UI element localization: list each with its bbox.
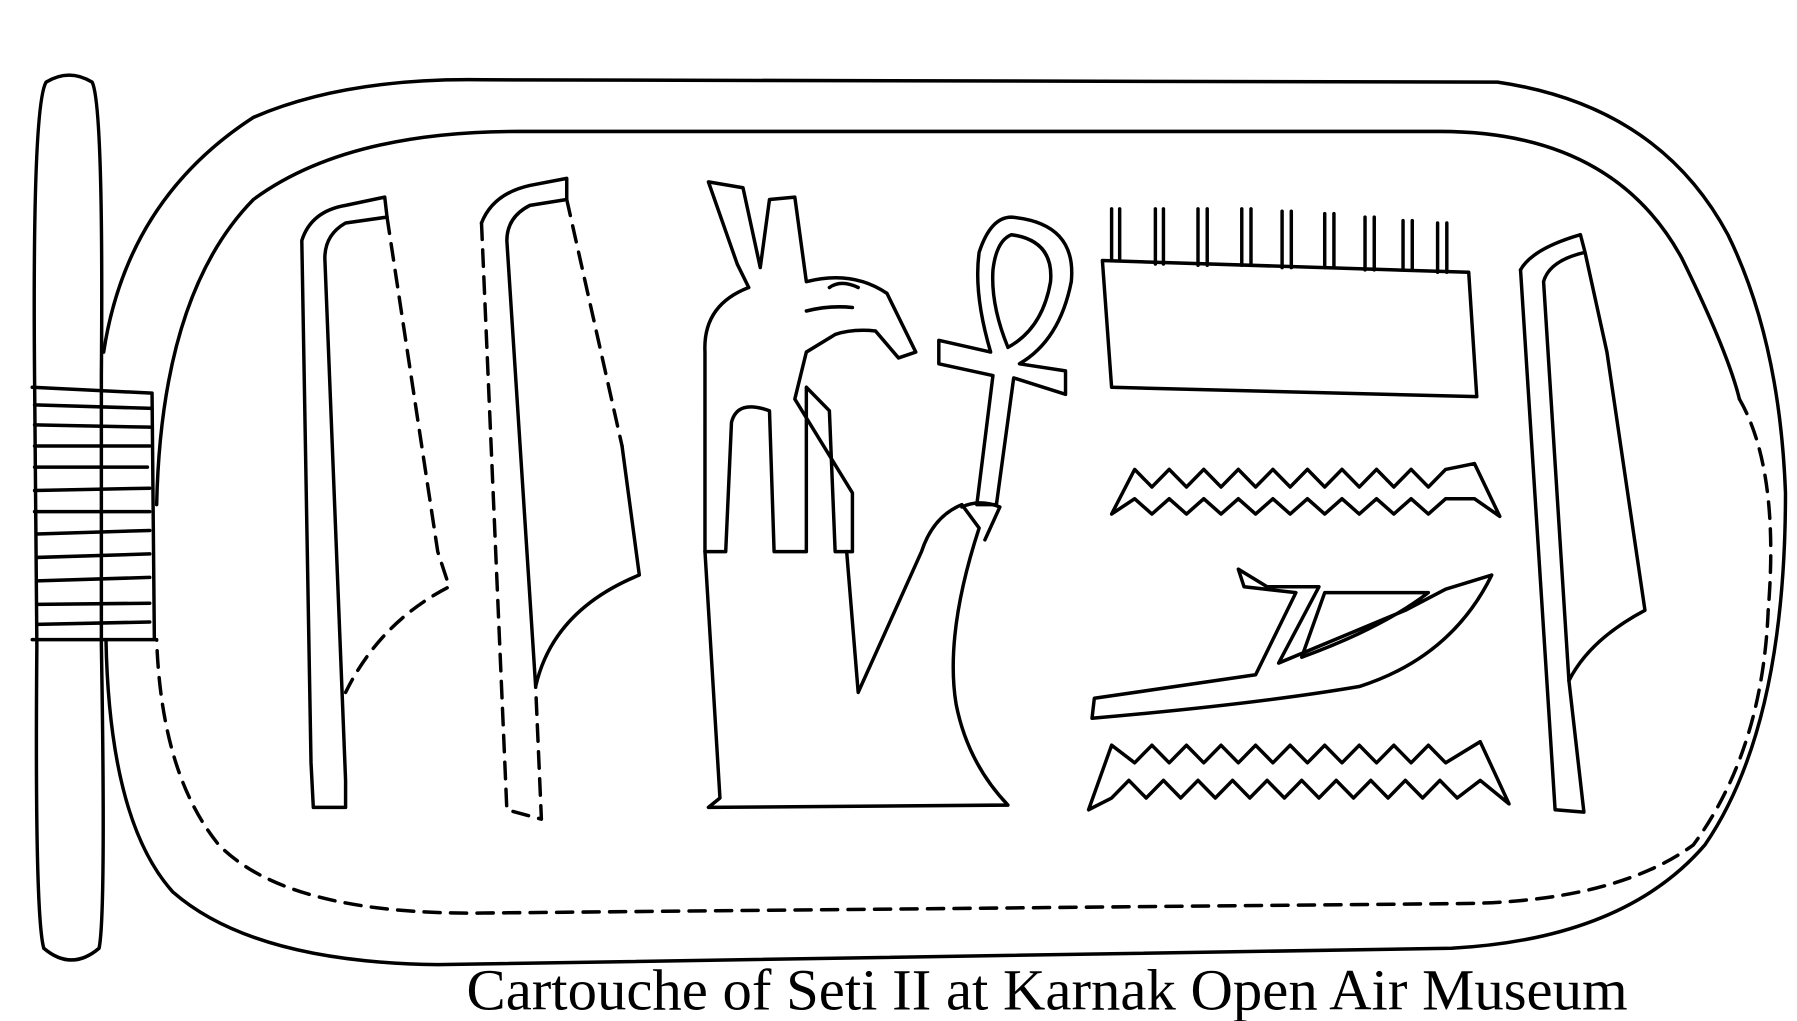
- water-glyph-1: [1109, 461, 1502, 519]
- cartouche-end-bar: [32, 73, 105, 962]
- reed-glyph-2: [479, 176, 642, 821]
- sickle-glyph: [1090, 567, 1494, 720]
- reed-glyph-3: [1518, 232, 1647, 814]
- cartouche-tie-band: [30, 385, 157, 642]
- comb-glyph: [1100, 207, 1479, 399]
- cartouche-inner-ring: [154, 129, 1742, 507]
- cartouche-outer-ring: [101, 77, 1788, 967]
- ankh-glyph: [937, 215, 1074, 542]
- reed-glyph-1: [300, 195, 451, 810]
- seth-figure-glyph: [703, 180, 1010, 810]
- caption: Cartouche of Seti II at Karnak Open Air …: [467, 957, 1628, 1021]
- water-glyph-2: [1086, 739, 1511, 812]
